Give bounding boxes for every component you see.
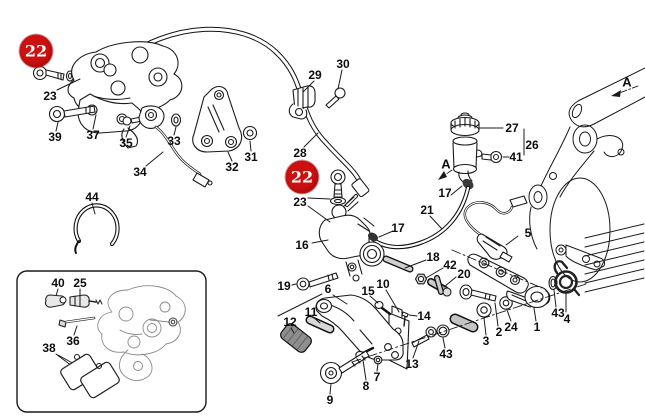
reservoir-drawing: [450, 112, 503, 190]
assembly-axis-lines: [351, 85, 639, 363]
highlight-badge-22[interactable]: 22: [19, 34, 53, 68]
master-cylinder-drawing: [296, 169, 385, 291]
highlight-badge-22[interactable]: 22: [285, 160, 319, 194]
retainer-44-drawing: [73, 203, 120, 254]
caliper-assembly-drawing: [32, 41, 213, 188]
frame-drawing: [528, 67, 645, 293]
reservoir-hose-21-drawing: [372, 185, 471, 250]
clamp-29-30-drawing: [288, 85, 346, 120]
pedal-drawing: [280, 294, 437, 385]
switch-5-drawing: [463, 195, 528, 263]
inset-detail-box: [16, 270, 207, 413]
bracket-32-drawing: [192, 86, 258, 153]
